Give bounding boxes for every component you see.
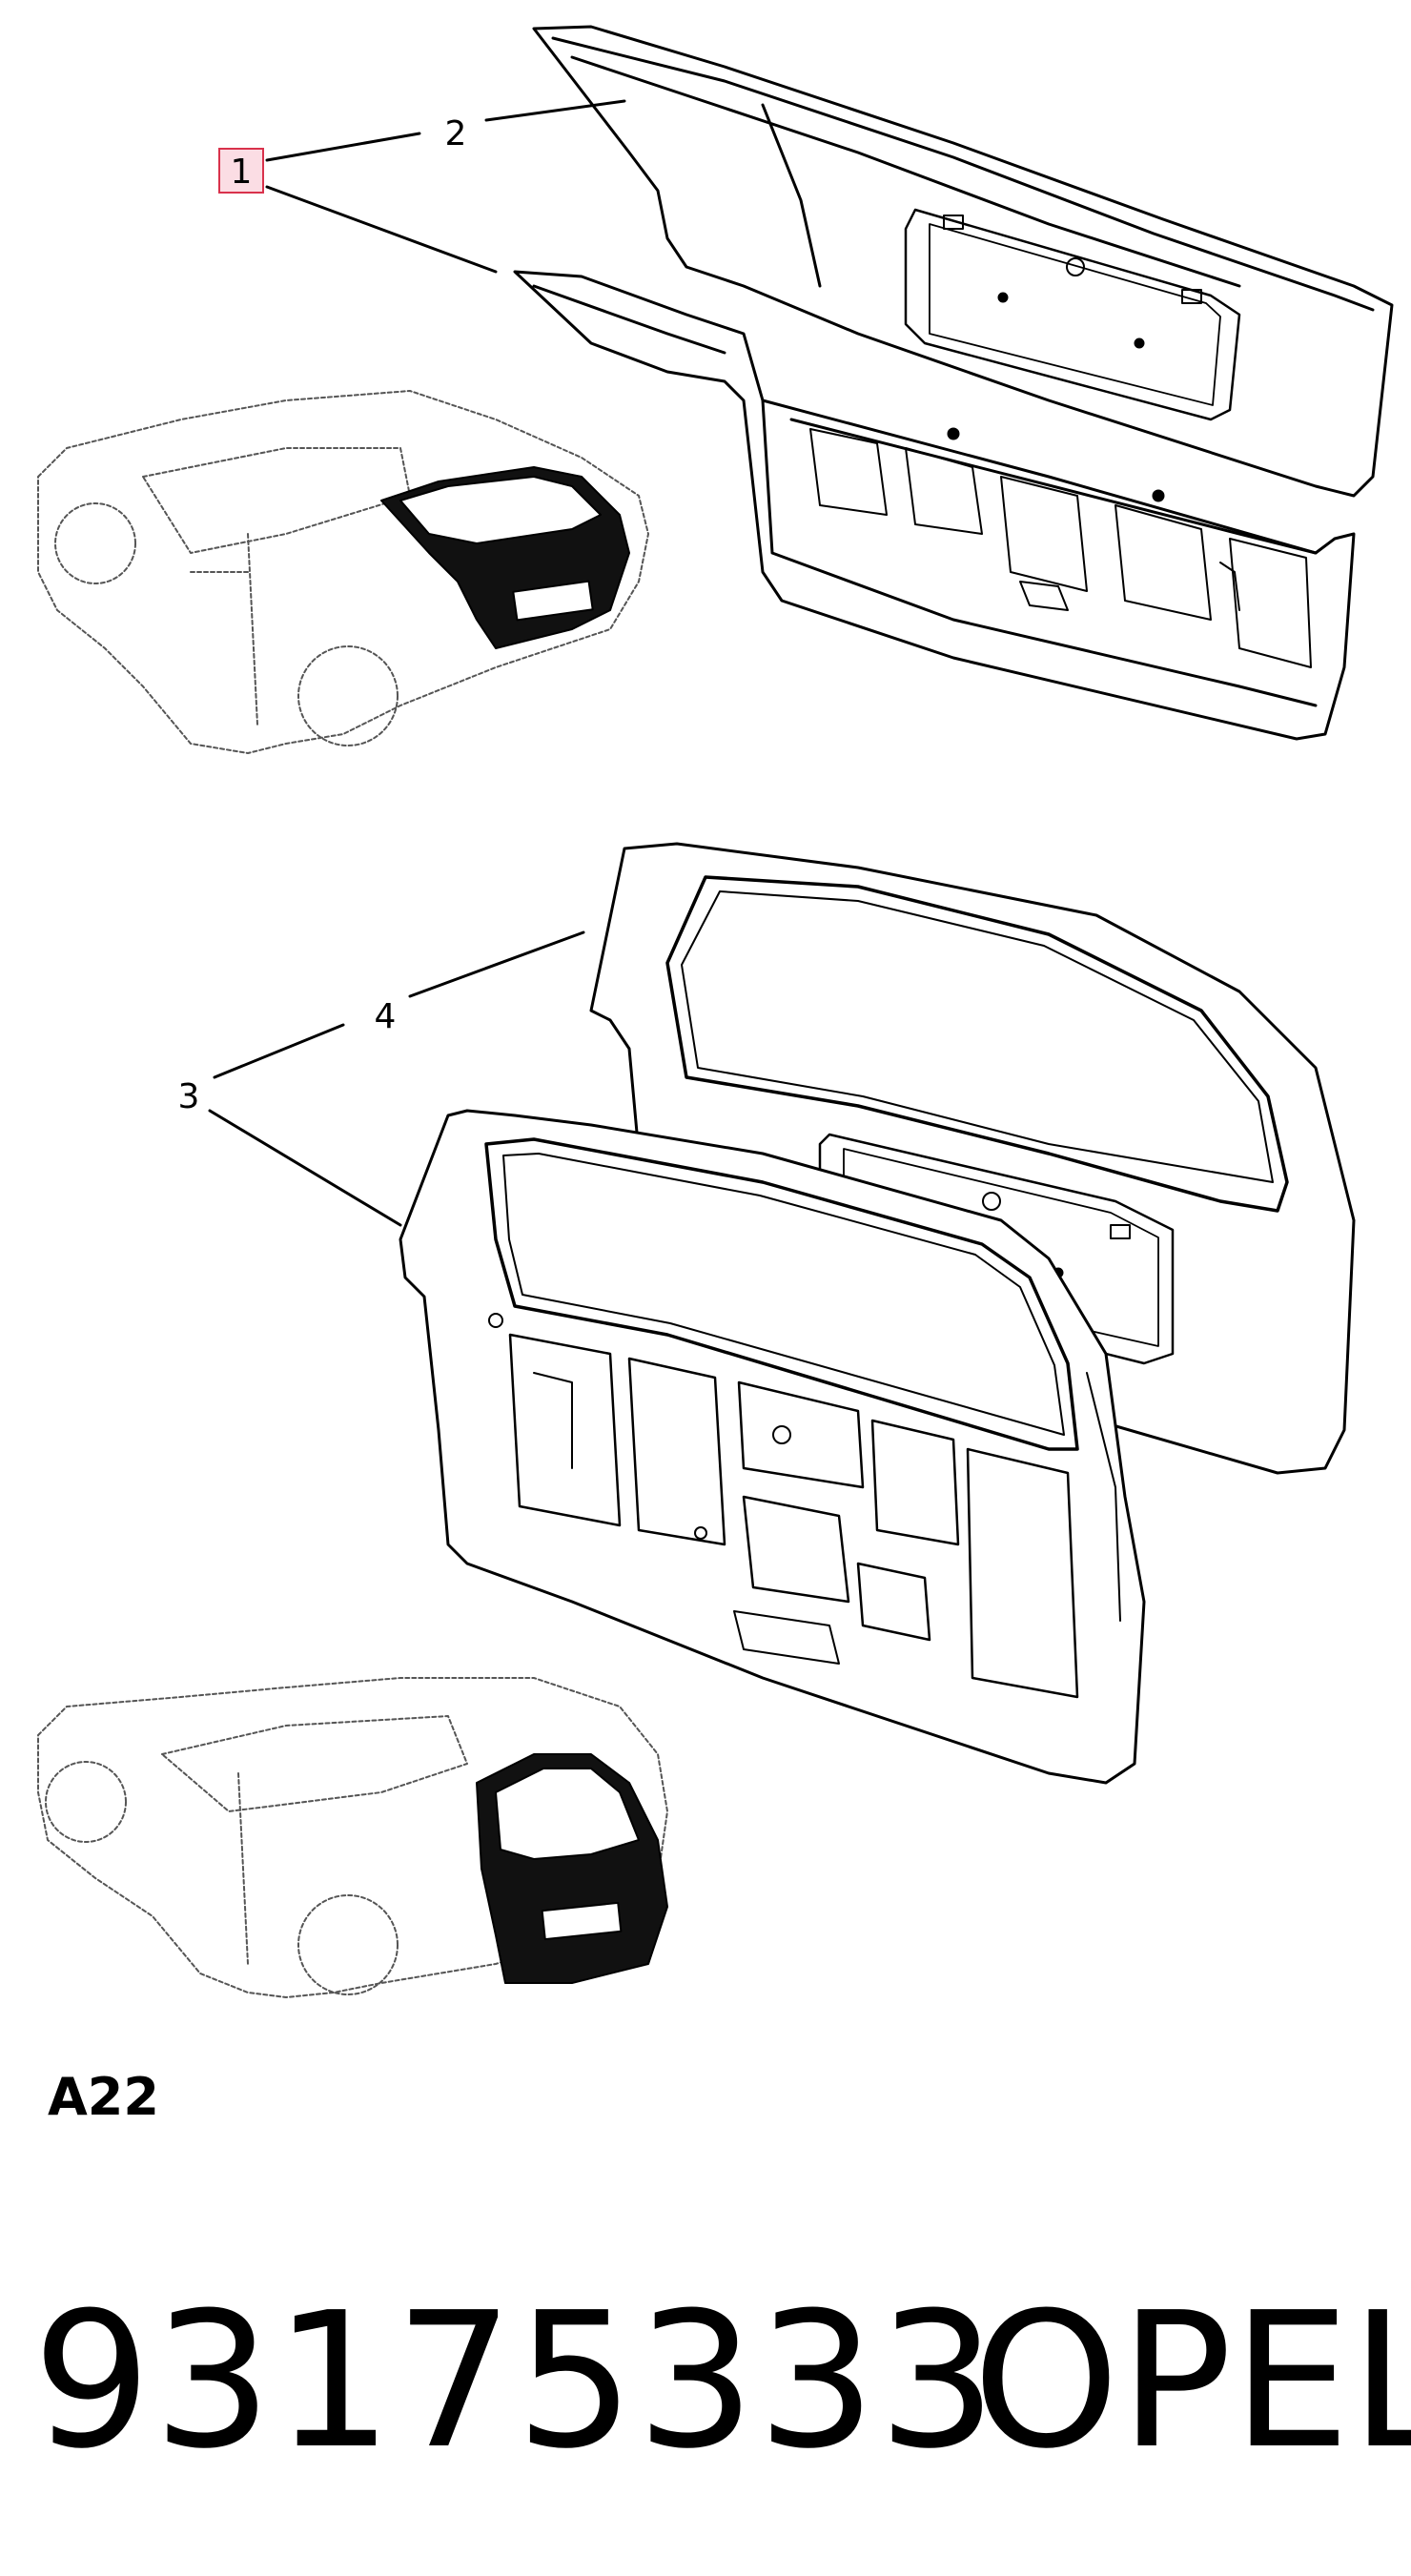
callout-1-highlight-box xyxy=(218,148,264,194)
section-code: A22 xyxy=(48,2067,159,2127)
callout-1-label: 1 xyxy=(231,153,253,192)
hatchback-tailgate-inner-frame xyxy=(513,270,1356,741)
hatchback-tailgate-outer-panel xyxy=(532,25,1394,498)
callout-1: 1 xyxy=(218,148,264,194)
callout-2-label: 2 xyxy=(445,114,467,153)
estate-tailgate-inner-frame xyxy=(399,1109,1146,1785)
hatchback-reference-tailgate-highlight xyxy=(380,466,630,649)
estate-reference-tailgate-highlight xyxy=(476,1753,668,1984)
leader-lines xyxy=(208,99,626,1227)
callout-4-label: 4 xyxy=(375,997,397,1036)
part-number: 93175333 xyxy=(32,2273,999,2490)
estate-tailgate-outer-panel xyxy=(589,842,1356,1475)
brand-name: OPEL xyxy=(972,2273,1411,2490)
callout-3-label: 3 xyxy=(178,1077,200,1116)
